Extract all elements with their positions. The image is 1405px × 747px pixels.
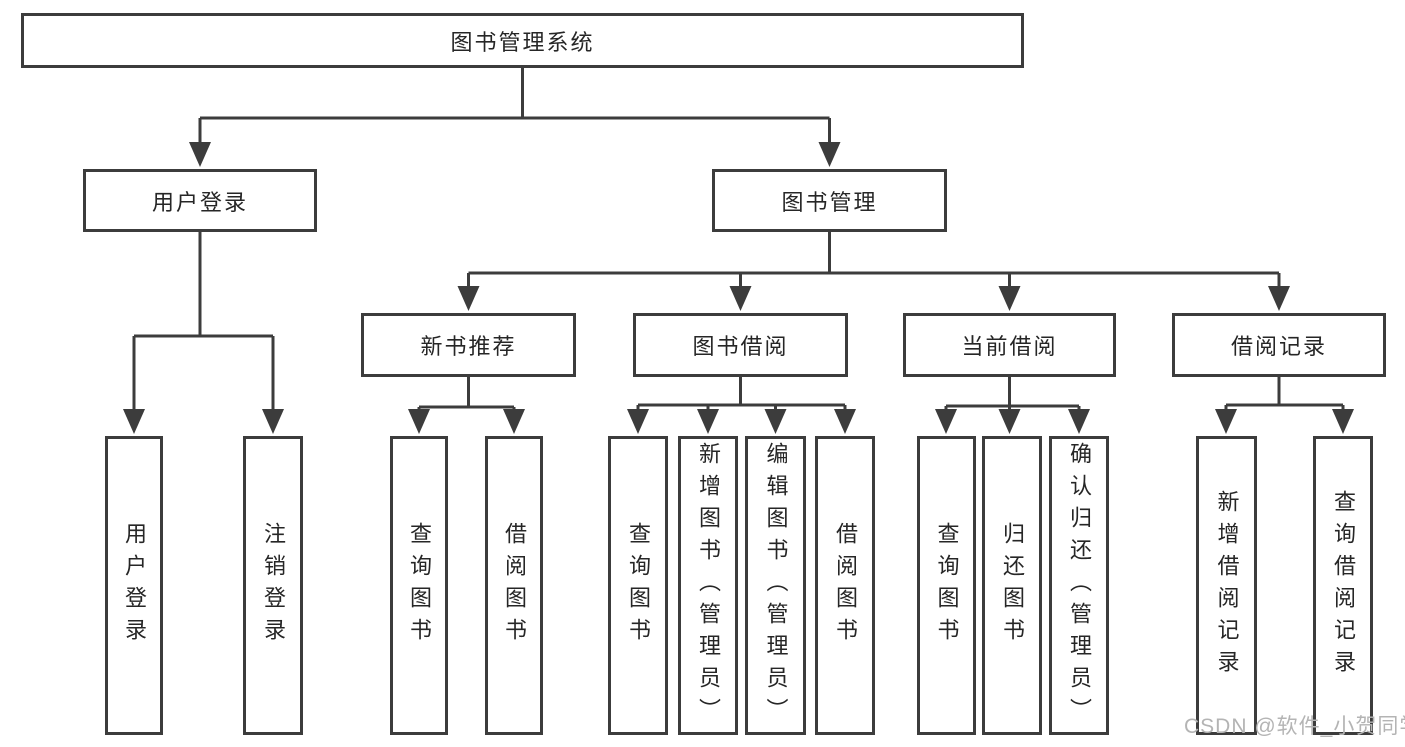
node-book-management-label: 图书管理 — [781, 189, 878, 215]
leaf-return-books: 归还图书 — [982, 436, 1042, 735]
leaf-query-books-borrowing: 查询图书 — [608, 436, 668, 735]
leaf-query-books-current: 查询图书 — [917, 436, 976, 735]
node-current-borrowing-label: 当前借阅 — [961, 334, 1058, 359]
leaf-borrow-books-recommend-label: 借阅图书 — [502, 521, 527, 650]
leaf-query-books-current-label: 查询图书 — [934, 521, 960, 650]
leaf-query-books-borrowing-label: 查询图书 — [626, 521, 651, 650]
leaf-add-book-admin: 新增图书（管理员） — [678, 436, 738, 735]
node-book-borrowing: 图书借阅 — [633, 313, 848, 377]
leaf-add-book-admin-label: 新增图书（管理员） — [696, 441, 721, 730]
leaf-query-borrow-record: 查询借阅记录 — [1313, 436, 1373, 735]
leaf-confirm-return-admin: 确认归还（管理员） — [1049, 436, 1109, 735]
leaf-logout: 注销登录 — [243, 436, 303, 735]
leaf-query-books-recommend: 查询图书 — [390, 436, 448, 735]
leaf-query-borrow-record-label: 查询借阅记录 — [1331, 489, 1356, 682]
node-root-label: 图书管理系统 — [450, 29, 595, 55]
leaf-borrow-books-recommend: 借阅图书 — [485, 436, 543, 735]
leaf-borrow-books: 借阅图书 — [815, 436, 875, 735]
leaf-user-login: 用户登录 — [105, 436, 163, 735]
node-book-management: 图书管理 — [712, 169, 947, 232]
node-user-login: 用户登录 — [83, 169, 317, 232]
node-book-borrowing-label: 图书借阅 — [692, 334, 789, 359]
leaf-user-login-label: 用户登录 — [122, 521, 147, 650]
leaf-logout-label: 注销登录 — [261, 521, 286, 650]
arrowheads — [123, 142, 1354, 434]
leaf-add-borrow-record: 新增借阅记录 — [1196, 436, 1257, 735]
node-borrowing-records: 借阅记录 — [1172, 313, 1386, 377]
node-user-login-label: 用户登录 — [151, 189, 248, 215]
node-new-book-recommend-label: 新书推荐 — [420, 334, 517, 359]
node-current-borrowing: 当前借阅 — [903, 313, 1116, 377]
node-borrowing-records-label: 借阅记录 — [1230, 334, 1327, 359]
leaf-add-borrow-record-label: 新增借阅记录 — [1214, 489, 1240, 682]
leaf-edit-book-admin-label: 编辑图书（管理员） — [763, 441, 789, 730]
csdn-watermark: CSDN @软件_小贺同学 — [1184, 715, 1405, 738]
leaf-edit-book-admin: 编辑图书（管理员） — [745, 436, 806, 735]
leaf-return-books-label: 归还图书 — [1000, 521, 1025, 650]
node-root: 图书管理系统 — [21, 13, 1024, 68]
leaf-confirm-return-admin-label: 确认归还（管理员） — [1067, 441, 1092, 730]
leaf-borrow-books-label: 借阅图书 — [833, 521, 858, 650]
leaf-query-books-recommend-label: 查询图书 — [407, 521, 432, 650]
node-new-book-recommend: 新书推荐 — [361, 313, 576, 377]
connector-segments — [132, 68, 1345, 414]
